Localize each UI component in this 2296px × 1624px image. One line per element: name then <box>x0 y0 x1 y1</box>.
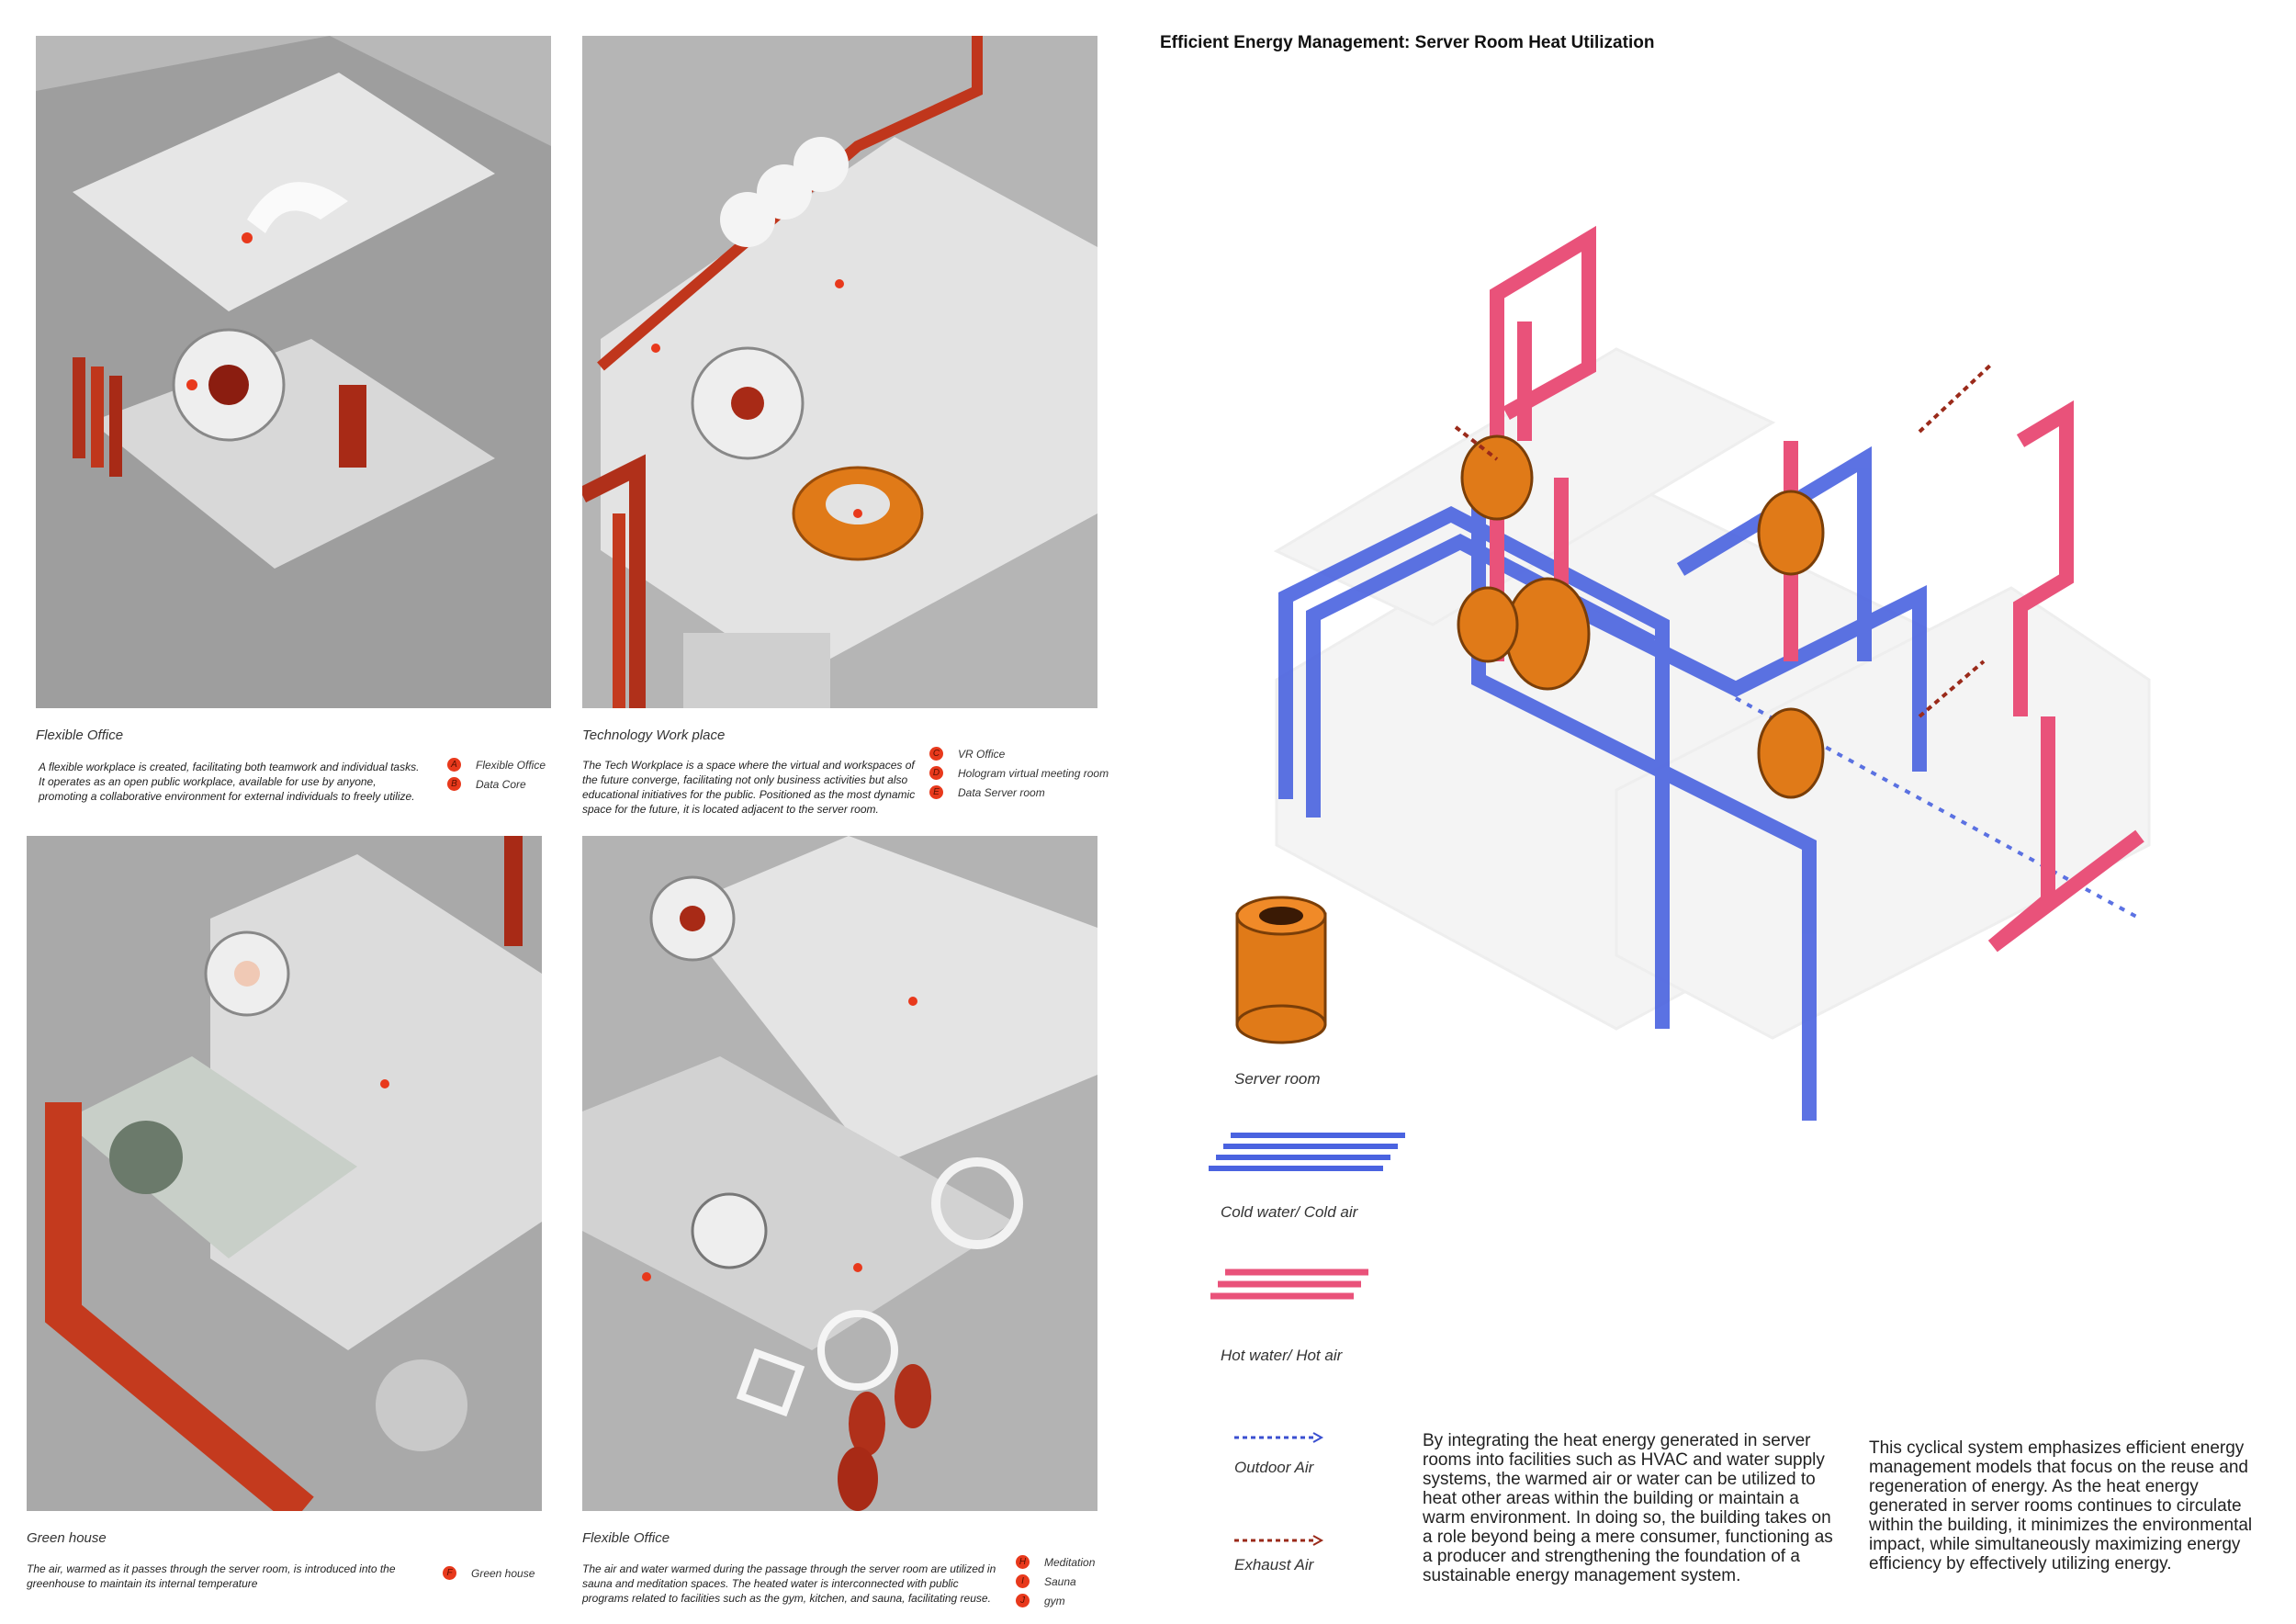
exhaust-arrows <box>1454 361 1995 718</box>
exhaust-air-arrow-icon <box>1234 1535 1324 1546</box>
marker-icon: E <box>929 785 943 799</box>
technology-workplace-render <box>582 36 1097 708</box>
flexible-office-render <box>36 36 551 708</box>
legend-label: Green house <box>471 1566 535 1580</box>
page-title: Efficient Energy Management: Server Room… <box>1160 33 1655 52</box>
legend-label: gym <box>1044 1594 1065 1607</box>
panel-title: Flexible Office <box>582 1530 670 1546</box>
legend-label: Sauna <box>1044 1574 1076 1588</box>
panel-description: The Tech Workplace is a space where the … <box>582 759 916 816</box>
marker-icon: I <box>1016 1574 1030 1588</box>
cold-water-swatch <box>1209 1133 1405 1171</box>
panel-title: Green house <box>27 1530 107 1546</box>
server-room-icon <box>1235 896 1327 1044</box>
marker-icon: D <box>929 766 943 780</box>
marker-icon: F <box>443 1566 456 1580</box>
legend-label: Data Server room <box>958 785 1045 799</box>
energy-system-diagram <box>1273 225 2151 1121</box>
description-paragraph: By integrating the heat energy generated… <box>1423 1431 1833 1585</box>
marker-icon: C <box>929 747 943 761</box>
marker-icon: A <box>447 758 461 772</box>
panel-legend: F Green house <box>443 1563 535 1583</box>
legend-label: Flexible Office <box>476 758 546 772</box>
outdoor-air-arrow-icon <box>1234 1432 1324 1443</box>
flexible-office-sauna-render <box>582 836 1097 1511</box>
hot-water-swatch <box>1210 1269 1368 1300</box>
green-house-render <box>27 836 542 1511</box>
panel-title: Technology Work place <box>582 727 726 743</box>
panel-description: The air, warmed as it passes through the… <box>27 1562 396 1590</box>
marker-icon: H <box>1016 1555 1030 1569</box>
panel-description: A flexible workplace is created, facilit… <box>39 761 420 803</box>
legend-cold-label: Cold water/ Cold air <box>1221 1203 1358 1221</box>
description-paragraph: This cyclical system emphasizes efficien… <box>1869 1438 2253 1573</box>
legend-hot-label: Hot water/ Hot air <box>1221 1347 1343 1364</box>
marker-icon: J <box>1016 1594 1030 1607</box>
legend-label: Data Core <box>476 777 526 791</box>
panel-description: The air and water warmed during the pass… <box>582 1562 996 1605</box>
marker-icon: B <box>447 777 461 791</box>
legend-exhaust-label: Exhaust Air <box>1234 1556 1314 1573</box>
legend-label: VR Office <box>958 747 1006 761</box>
legend-outdoor-label: Outdoor Air <box>1234 1459 1314 1476</box>
legend-server-room-label: Server room <box>1234 1070 1321 1088</box>
legend-label: Hologram virtual meeting room <box>958 766 1109 780</box>
panel-legend: C VR Office D Hologram virtual meeting roo… <box>929 744 1109 802</box>
panel-legend: A Flexible Office B Data Core <box>447 755 546 794</box>
panel-title: Flexible Office <box>36 727 124 743</box>
server-room-cylinders <box>1457 434 1825 799</box>
legend-label: Meditation <box>1044 1555 1096 1569</box>
